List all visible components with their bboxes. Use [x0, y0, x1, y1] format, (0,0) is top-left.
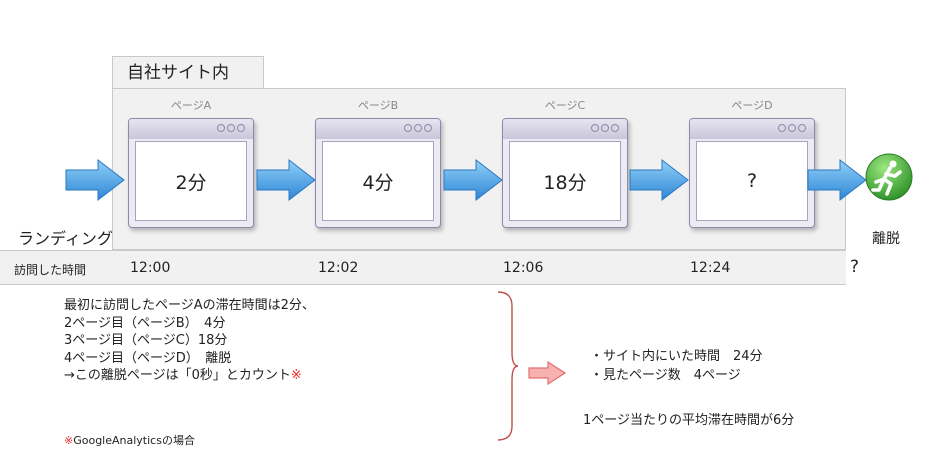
summary-item-time: ・サイト内にいた時間 24分 — [590, 349, 763, 364]
summary-conclusion: 1ページ当たりの平均滞在時間が6分 — [583, 413, 795, 428]
page-window-a: 2分 — [128, 118, 254, 228]
arrow-right-icon — [65, 158, 125, 202]
exit-time: ? — [850, 257, 860, 277]
arrow-right-icon — [629, 158, 689, 202]
time-d: 12:24 — [690, 260, 731, 276]
arrow-right-icon — [807, 158, 867, 202]
arrow-right-icon — [443, 158, 503, 202]
arrow-right-icon — [256, 158, 316, 202]
time-b: 12:02 — [318, 260, 359, 276]
duration-c: 18分 — [509, 141, 621, 221]
brace-icon — [497, 291, 519, 441]
landing-label: ランディング — [18, 229, 113, 248]
duration-b: 4分 — [322, 141, 434, 221]
duration-d: ? — [696, 141, 808, 221]
time-a: 12:00 — [130, 260, 171, 276]
summary-item-pages: ・見たページ数 4ページ — [590, 368, 741, 383]
note-text: ※GoogleAnalyticsの場合 — [64, 434, 195, 447]
exit-label: 離脱 — [872, 231, 900, 247]
site-tab: 自社サイト内 — [112, 56, 264, 89]
time-c: 12:06 — [503, 260, 544, 276]
runner-exit-icon — [865, 153, 913, 201]
visit-time-label: 訪問した時間 — [14, 263, 87, 277]
page-window-c: 18分 — [502, 118, 628, 228]
page-window-b: 4分 — [315, 118, 441, 228]
page-label-c: ページC — [544, 99, 586, 112]
page-label-a: ページA — [170, 99, 212, 112]
arrow-right-icon — [528, 361, 566, 385]
duration-a: 2分 — [135, 141, 247, 221]
page-label-d: ページD — [731, 99, 773, 112]
visit-time-band — [0, 250, 846, 285]
page-label-b: ページB — [357, 99, 399, 112]
page-window-d: ? — [689, 118, 815, 228]
